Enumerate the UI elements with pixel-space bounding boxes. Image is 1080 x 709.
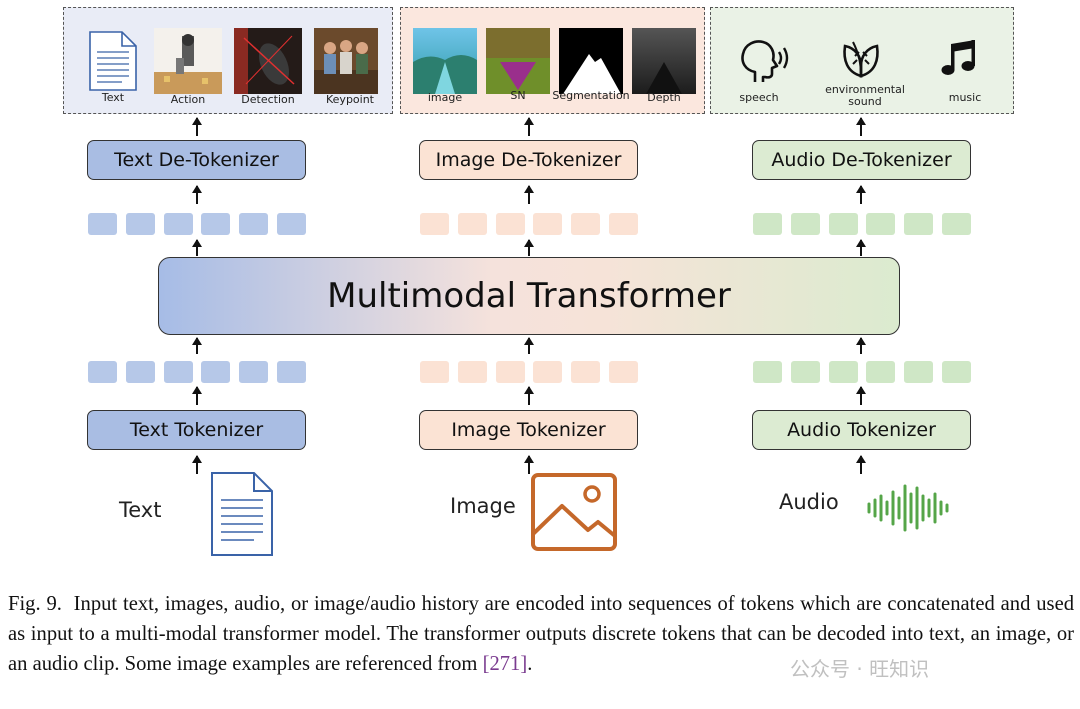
keypoint-image <box>314 28 378 94</box>
arrow-up <box>524 455 533 474</box>
output-label-environmental-sound: environmental sound <box>825 83 905 108</box>
waveform-icon <box>867 484 949 532</box>
token <box>420 361 449 383</box>
image-output-panel: image SN Segmentation Depth <box>400 7 705 114</box>
depth-image <box>632 28 696 94</box>
rgb-image <box>413 28 477 94</box>
token <box>164 213 193 235</box>
arrow-up <box>524 239 533 256</box>
output-label-music: music <box>948 91 982 104</box>
image-detokenizer: Image De-Tokenizer <box>419 140 638 180</box>
input-label-image: Image <box>450 494 516 518</box>
arrow-up <box>856 455 865 474</box>
caption-end: . <box>527 653 533 675</box>
token <box>866 361 895 383</box>
token <box>753 361 782 383</box>
token <box>88 213 117 235</box>
output-label-segmentation: Segmentation <box>552 89 630 102</box>
arrow-up <box>856 337 865 354</box>
arrow-up <box>524 117 533 136</box>
token <box>277 213 306 235</box>
multimodal-transformer: Multimodal Transformer <box>158 257 900 335</box>
surface-normal-image <box>486 28 550 94</box>
token <box>201 213 230 235</box>
token <box>942 361 971 383</box>
input-label-audio: Audio <box>779 490 839 514</box>
document-icon <box>211 472 273 556</box>
output-label-action: Action <box>170 93 206 106</box>
output-label-keypoint: Keypoint <box>326 93 374 106</box>
image-icon <box>531 473 617 551</box>
output-label-text: Text <box>101 91 125 104</box>
arrow-up <box>856 117 865 136</box>
arrow-up <box>192 185 201 204</box>
audio-output-panel: speech environmental sound music <box>710 7 1014 114</box>
token <box>126 361 155 383</box>
token <box>201 361 230 383</box>
output-label-sn: SN <box>510 89 526 102</box>
token <box>88 361 117 383</box>
text-tokenizer: Text Tokenizer <box>87 410 306 450</box>
output-label-depth: Depth <box>647 91 681 104</box>
token <box>791 213 820 235</box>
token <box>239 213 268 235</box>
token <box>420 213 449 235</box>
segmentation-image <box>559 28 623 94</box>
token <box>458 361 487 383</box>
token <box>829 361 858 383</box>
token <box>904 213 933 235</box>
watermark: 公众号 · 旺知识 <box>790 657 930 681</box>
token <box>533 213 562 235</box>
token <box>496 361 525 383</box>
text-detokenizer: Text De-Tokenizer <box>87 140 306 180</box>
token <box>533 361 562 383</box>
arrow-up <box>192 455 201 474</box>
arrow-up <box>524 386 533 405</box>
token <box>609 361 638 383</box>
token <box>164 361 193 383</box>
token <box>829 213 858 235</box>
arrow-up <box>192 117 201 136</box>
token <box>239 361 268 383</box>
output-label-detection: Detection <box>241 93 295 106</box>
token <box>458 213 487 235</box>
image-tokenizer: Image Tokenizer <box>419 410 638 450</box>
arrow-up <box>192 386 201 405</box>
audio-detokenizer: Audio De-Tokenizer <box>752 140 971 180</box>
caption-label: Fig. 9. <box>8 593 62 615</box>
arrow-up <box>524 337 533 354</box>
token <box>791 361 820 383</box>
arrow-up <box>856 386 865 405</box>
token <box>942 213 971 235</box>
token <box>571 361 600 383</box>
token <box>126 213 155 235</box>
output-label-speech: speech <box>739 91 779 104</box>
arrow-up <box>524 185 533 204</box>
token <box>496 213 525 235</box>
document-icon <box>89 31 137 91</box>
output-label-image: image <box>427 91 463 104</box>
token <box>753 213 782 235</box>
figure-caption: Fig. 9. Input text, images, audio, or im… <box>8 589 1074 679</box>
arrow-up <box>192 239 201 256</box>
music-note-icon <box>941 40 975 75</box>
speech-icon <box>741 40 789 82</box>
token <box>571 213 600 235</box>
token <box>277 361 306 383</box>
detection-image <box>234 28 302 94</box>
citation-link[interactable]: [271] <box>482 653 528 675</box>
caption-body: Input text, images, audio, or image/audi… <box>8 593 1075 675</box>
token <box>866 213 895 235</box>
arrow-up <box>192 337 201 354</box>
arrow-up <box>856 185 865 204</box>
robot-action-image <box>154 28 222 94</box>
input-label-text: Text <box>119 498 162 522</box>
text-output-panel: Text Action Detection Keypoint <box>63 7 393 114</box>
token <box>609 213 638 235</box>
arrow-up <box>856 239 865 256</box>
leaf-icon <box>843 41 879 78</box>
token <box>904 361 933 383</box>
audio-tokenizer: Audio Tokenizer <box>752 410 971 450</box>
